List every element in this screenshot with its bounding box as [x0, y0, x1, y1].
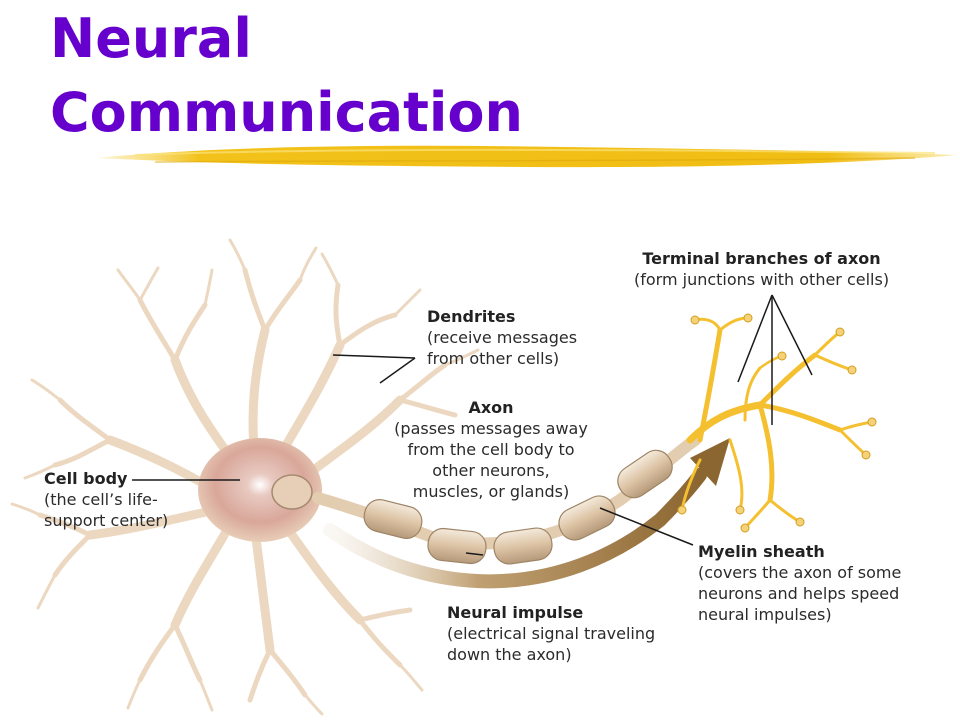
title-line-1: Neural — [50, 7, 252, 70]
terminal-heading: Terminal branches of axon — [642, 249, 881, 268]
axon-desc-line-4: muscles, or glands) — [412, 482, 570, 501]
cell-body-heading: Cell body — [44, 469, 128, 488]
myelin-desc-line-2: neurons and helps speed — [698, 584, 900, 603]
myelin-heading: Myelin sheath — [698, 542, 825, 561]
yellow-brush-stroke — [97, 145, 957, 168]
leader-lines — [132, 294, 813, 556]
axon-heading: Axon — [468, 398, 514, 417]
title-line-2: Communication — [50, 81, 523, 144]
label-dendrites: Dendrites (receive messages from other c… — [427, 306, 577, 369]
axon-desc-line-3: other neurons, — [432, 461, 550, 480]
label-neural-impulse: Neural impulse (electrical signal travel… — [447, 602, 655, 665]
label-terminal-branches: Terminal branches of axon (form junction… — [634, 248, 889, 290]
cell-body-desc-line-2: support center) — [44, 511, 169, 530]
axon-terminal-branches — [680, 316, 874, 530]
cell-body-desc-line-1: (the cell’s life- — [44, 490, 158, 509]
myelin-desc-line-3: neural impulses) — [698, 605, 832, 624]
label-axon: Axon (passes messages away from the cell… — [386, 397, 596, 502]
terminal-buttons — [677, 313, 877, 533]
terminal-desc-line-1: (form junctions with other cells) — [634, 270, 890, 289]
nucleus — [271, 474, 313, 510]
impulse-desc-line-2: down the axon) — [447, 645, 572, 664]
cell-body — [198, 438, 322, 542]
label-myelin-sheath: Myelin sheath (covers the axon of some n… — [698, 541, 901, 625]
axon-desc-line-1: (passes messages away — [394, 419, 588, 438]
impulse-desc-line-1: (electrical signal traveling — [447, 624, 656, 643]
slide-title: Neural Communication — [50, 2, 523, 150]
neural-impulse-arrow — [323, 438, 730, 589]
dendrites-desc-line-2: from other cells) — [427, 349, 560, 368]
label-cell-body: Cell body (the cell’s life- support cent… — [44, 468, 168, 531]
axon-desc-line-2: from the cell body to — [407, 440, 575, 459]
impulse-heading: Neural impulse — [447, 603, 584, 622]
myelin-desc-line-1: (covers the axon of some — [698, 563, 902, 582]
dendrites-desc-line-1: (receive messages — [427, 328, 578, 347]
myelin-sheath — [363, 449, 673, 565]
dendrites-heading: Dendrites — [427, 307, 516, 326]
